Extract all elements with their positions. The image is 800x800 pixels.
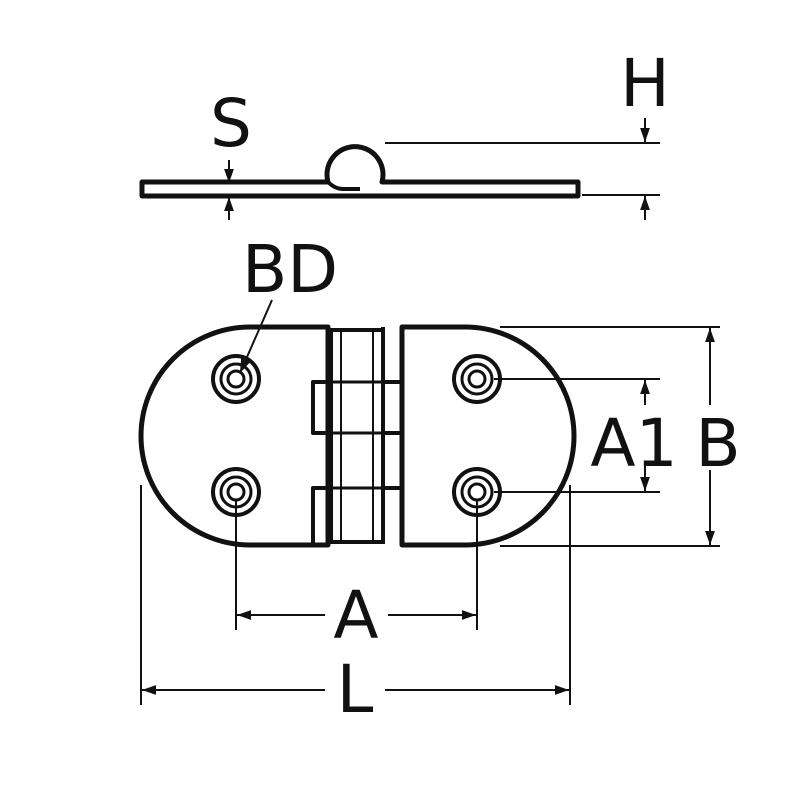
hinge-pin-barrel: [329, 328, 385, 544]
hole-spacing-width-dimension: A1: [494, 378, 678, 493]
bore-diameter-callout: BD: [239, 231, 338, 374]
right-knuckle-tab: [383, 327, 404, 384]
thickness-label: S: [210, 85, 252, 162]
hole-spacing-length-label: A: [333, 577, 378, 654]
right-leaf-outline: [399, 324, 577, 548]
side-view-knuckle-notch: [326, 180, 360, 191]
hole-spacing-length-dimension: A: [235, 500, 478, 654]
length-label: L: [337, 651, 374, 728]
width-label: B: [695, 405, 740, 482]
bore-diameter-leader: [239, 299, 273, 374]
side-view-outline: [139, 144, 581, 199]
side-view: [139, 144, 581, 199]
bore-diameter-label: BD: [242, 231, 338, 308]
width-dimension: B: [500, 326, 741, 547]
left-knuckle-tab: [311, 486, 328, 545]
height-dimension: H: [385, 45, 670, 220]
left-knuckle-tab: [311, 380, 328, 435]
left-leaf-outline: [138, 324, 331, 548]
right-knuckle-tab: [383, 431, 404, 490]
thickness-dimension: S: [210, 85, 252, 220]
top-view: [138, 324, 577, 548]
height-label: H: [620, 45, 670, 122]
hole-spacing-width-label: A1: [590, 405, 677, 482]
screw-hole: [452, 354, 502, 404]
screw-hole: [211, 354, 261, 404]
length-dimension: L: [140, 485, 571, 728]
